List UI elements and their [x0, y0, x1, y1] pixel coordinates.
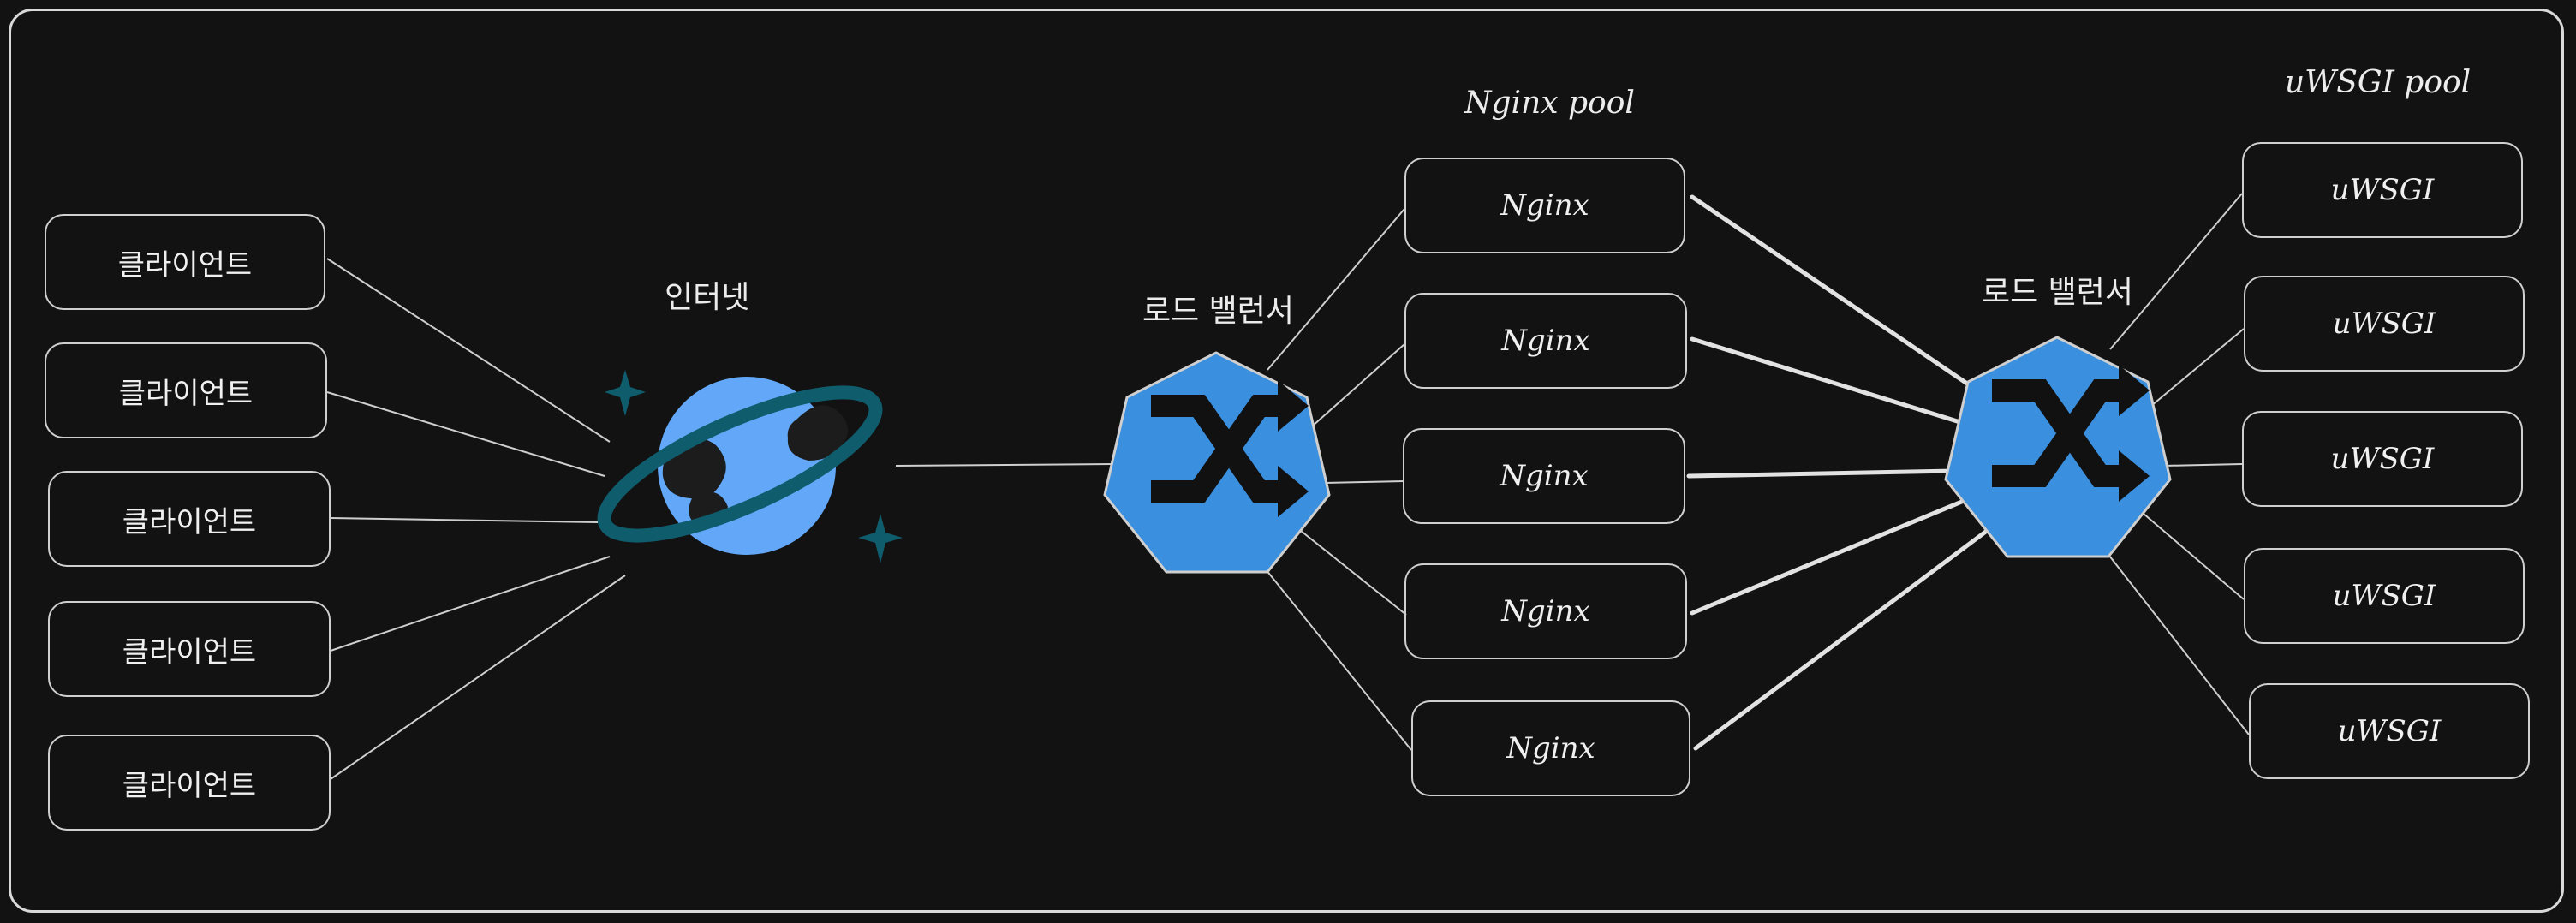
edge-nginx-3-lb: [1686, 468, 1957, 479]
edge-lb-nginx-1: [1267, 208, 1405, 371]
nginx-node-1: Nginx: [1404, 158, 1685, 253]
uwsgi-node-4: uWSGI: [2244, 548, 2525, 644]
client-node-4: 클라이언트: [48, 601, 331, 697]
edge-lb-uwsgi-5: [2102, 547, 2250, 735]
edge-lb-nginx-2: [1311, 343, 1405, 427]
internet-label: 인터넷: [665, 280, 750, 315]
edge-client-3-internet: [330, 517, 599, 523]
client-node-5: 클라이언트: [48, 735, 331, 831]
edge-client-5-internet: [330, 575, 626, 780]
edge-client-4-internet: [330, 556, 611, 652]
client-node-3: 클라이언트: [48, 471, 331, 567]
edge-lb-uwsgi-4: [2137, 508, 2245, 600]
load-balancer-right-icon: [1944, 336, 2172, 558]
client-node-1: 클라이언트: [45, 214, 325, 310]
planet-icon: [597, 370, 903, 563]
edge-lb-nginx-4: [1296, 527, 1407, 616]
edge-lb-nginx-3: [1323, 480, 1405, 484]
nginx-node-4: Nginx: [1404, 563, 1687, 659]
uwsgi-node-2: uWSGI: [2244, 276, 2525, 372]
nginx-node-5: Nginx: [1411, 700, 1690, 796]
edge-lb-uwsgi-3: [2162, 463, 2243, 467]
diagram-frame: [9, 9, 2564, 913]
nginx-node-2: Nginx: [1404, 293, 1687, 389]
nginx-node-3: Nginx: [1403, 428, 1685, 524]
edge-nginx-5-lb: [1693, 518, 2003, 751]
edge-client-2-internet: [326, 391, 605, 477]
edge-lb-uwsgi-1: [2109, 193, 2243, 350]
load-balancer-left-icon: [1103, 351, 1331, 574]
client-node-2: 클라이언트: [45, 342, 327, 438]
edge-lb-nginx-5: [1261, 564, 1412, 751]
lb-left-label: 로드 밸런서: [1142, 294, 1295, 329]
edge-nginx-2-lb: [1690, 336, 1965, 426]
uwsgi-pool-label: uWSGI pool: [2285, 65, 2472, 100]
edge-nginx-4-lb: [1690, 492, 1981, 616]
lb-right-label: 로드 밸런서: [1982, 275, 2134, 310]
edge-internet-lb: [895, 463, 1114, 467]
uwsgi-node-5: uWSGI: [2249, 683, 2530, 779]
nginx-pool-label: Nginx pool: [1464, 86, 1635, 121]
edge-lb-uwsgi-2: [2150, 328, 2245, 407]
edge-nginx-1-lb: [1690, 194, 1972, 388]
uwsgi-node-1: uWSGI: [2242, 142, 2523, 238]
uwsgi-node-3: uWSGI: [2242, 411, 2523, 507]
edge-client-1-internet: [326, 258, 611, 443]
